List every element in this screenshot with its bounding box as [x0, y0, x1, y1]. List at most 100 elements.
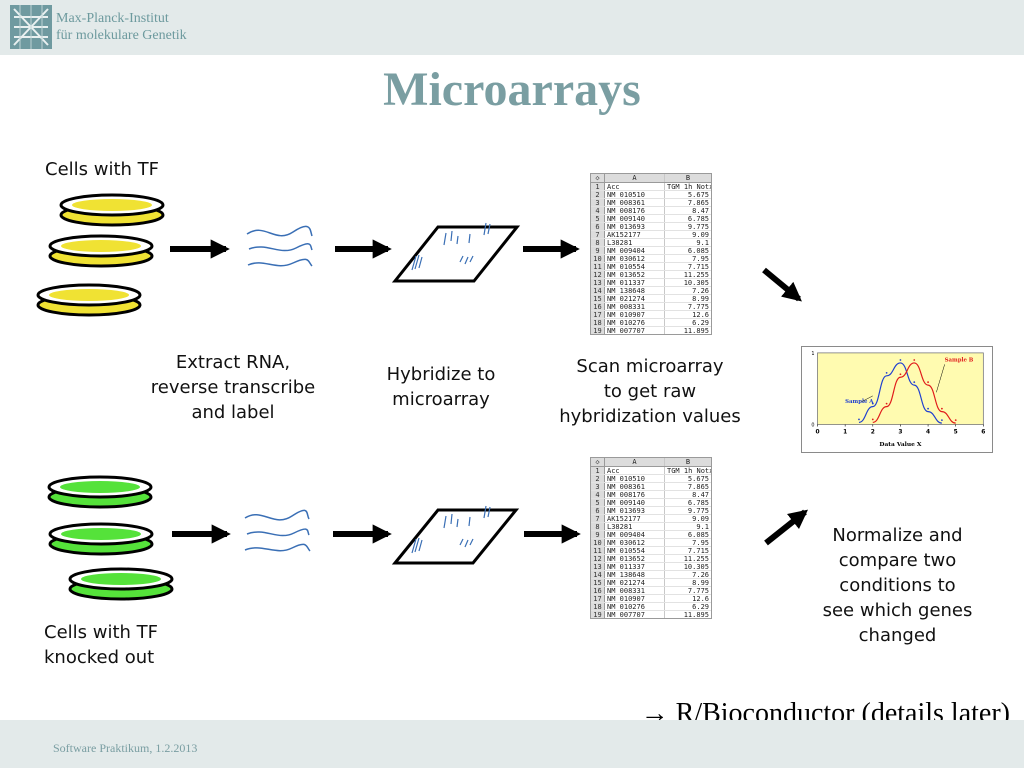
- x-axis-label: Data Value X: [879, 441, 922, 448]
- petri-dish-green-3: [68, 567, 174, 601]
- sample-a-pointer: [861, 395, 873, 402]
- data-point: [941, 419, 943, 422]
- rna-strands-bottom: [244, 509, 311, 552]
- petri-dish-yellow-3: [36, 283, 142, 317]
- data-point: [858, 418, 860, 421]
- data-point: [913, 359, 916, 361]
- arrow-top-sheet-to-chart: [762, 267, 802, 302]
- data-point: [885, 371, 888, 374]
- series-label-sample-a: Sample A: [845, 399, 874, 405]
- x-tick-label: 4: [926, 429, 930, 435]
- arrow-bottom-sheet-to-chart: [764, 509, 809, 546]
- data-point: [927, 381, 929, 384]
- data-point: [871, 418, 874, 421]
- footer-course: Software Praktikum, 1.2.2013: [53, 741, 198, 755]
- y-tick-label: 1: [811, 351, 814, 357]
- data-point: [899, 359, 902, 361]
- chart-plot-area: [817, 352, 984, 425]
- data-point: [899, 373, 902, 376]
- x-tick-label: 5: [954, 429, 958, 435]
- data-point: [913, 381, 916, 384]
- petri-dish-yellow-1: [59, 193, 165, 227]
- series-line-sample-a: [858, 362, 942, 424]
- institute-logo-icon: [10, 5, 52, 49]
- x-tick-label: 1: [843, 429, 847, 435]
- rna-strands-top: [246, 225, 313, 267]
- header-bar: [0, 0, 1024, 55]
- microarray-slide-bottom: [391, 505, 520, 565]
- sample-b-pointer: [936, 364, 945, 393]
- data-point: [954, 419, 957, 422]
- petri-dish-green-2: [48, 522, 154, 556]
- footer-bar: [0, 720, 1024, 768]
- institute-name-line2: für molekulare Genetik: [56, 28, 187, 43]
- label-cells-with-tf: Cells with TF: [45, 159, 160, 180]
- data-point: [941, 407, 943, 410]
- x-tick-label: 0: [815, 429, 819, 435]
- x-tick-label: 3: [898, 429, 902, 435]
- series-label-sample-b: Sample B: [945, 357, 974, 363]
- data-point: [871, 402, 874, 405]
- y-tick-label: 0: [811, 422, 814, 428]
- data-point: [927, 407, 929, 410]
- petri-dish-yellow-2: [48, 234, 154, 268]
- x-tick-label: 6: [981, 429, 985, 435]
- workflow-diagram: [36, 193, 809, 601]
- institute-name-line1: Max-Planck-Institut: [56, 11, 169, 26]
- microarray-slide-top: [391, 222, 521, 283]
- petri-dish-green-1: [47, 475, 153, 509]
- x-tick-label: 2: [871, 429, 875, 435]
- slide-title: Microarrays: [383, 63, 641, 116]
- data-point: [885, 402, 888, 405]
- series-line-sample-b: [872, 362, 956, 424]
